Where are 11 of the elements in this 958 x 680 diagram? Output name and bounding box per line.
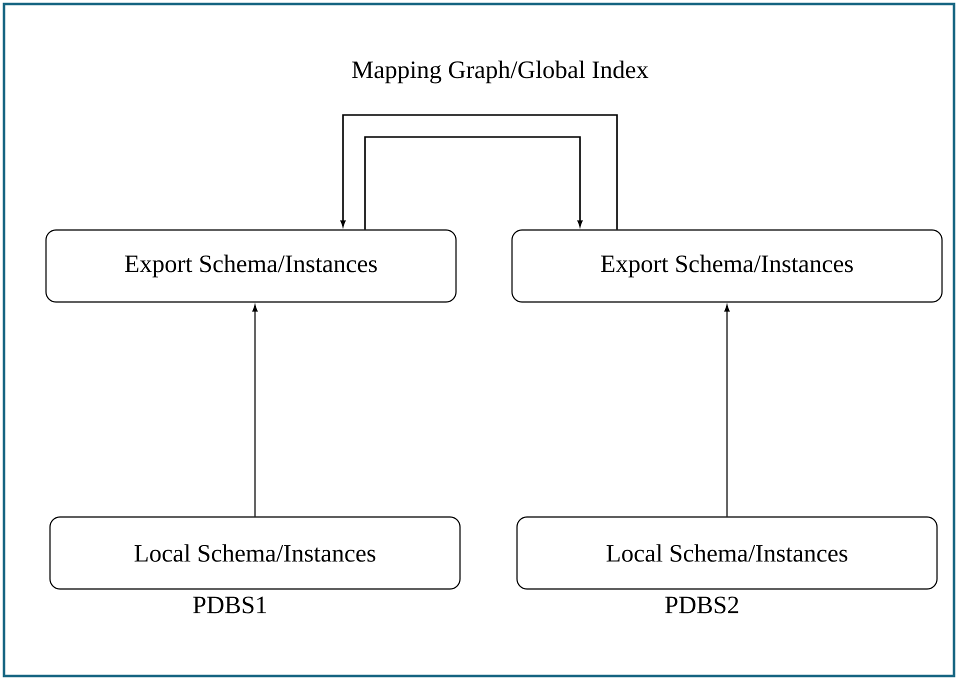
arrow — [252, 304, 258, 516]
heading: Mapping Graph/Global Index — [352, 60, 648, 84]
node-label: PDBS1 — [193, 596, 266, 614]
rounded-box: Export Schema/Instances — [511, 229, 943, 303]
rounded-box: Local Schema/Instances — [516, 516, 938, 590]
node-label: PDBS2 — [665, 596, 738, 614]
rounded-box: Local Schema/Instances — [49, 516, 461, 590]
arrow — [340, 114, 618, 230]
arrow — [724, 304, 730, 516]
rounded-box: Export Schema/Instances — [45, 229, 457, 303]
arrow — [364, 136, 582, 230]
